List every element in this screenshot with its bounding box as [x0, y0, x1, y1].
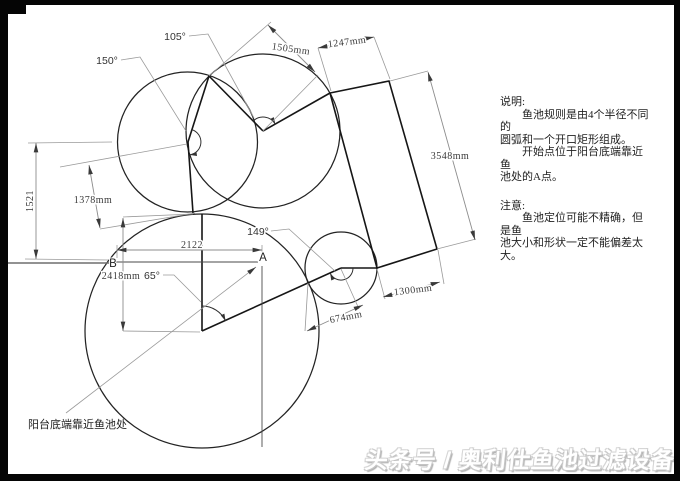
notes-line: 池处的A点。: [500, 171, 563, 183]
radius-line: [187, 75, 210, 143]
arc-65: [201, 305, 227, 322]
notes-line: 池大小和形状一定不能偏差太大。: [500, 237, 643, 262]
dim-1378: [88, 164, 101, 229]
notes-line: 开始点位于阳台底端靠近鱼: [500, 146, 643, 171]
balcony-annotation: 阳台底端靠近鱼池处: [28, 417, 127, 431]
dim-label-1378: 1378mm: [74, 195, 113, 206]
dimension-lines: [33, 24, 476, 332]
arc-150: [189, 129, 202, 156]
extension-lines: [24, 21, 477, 333]
angle-label-105: 105°: [164, 31, 186, 43]
angle-arcs: [189, 116, 354, 322]
notes-line: 圆弧和一个开口矩形组成。: [500, 133, 632, 146]
notes-line: 鱼池定位可能不精确，但是鱼: [500, 212, 643, 237]
leader-balcony-to-a: [65, 266, 257, 414]
point-label-b: B: [109, 258, 117, 270]
dim-label-1247: 1247mm: [327, 35, 367, 51]
notes-title-shuoming: 说明:: [500, 96, 526, 108]
leader-150: [120, 56, 187, 132]
dim-label-2418: 2418mm: [102, 271, 141, 282]
radius-line: [208, 75, 264, 132]
notes-panel: 说明: 鱼池规则是由4个半径不同的 圆弧和一个开口矩形组成。 开始点位于阳台底端…: [500, 96, 652, 262]
dim-1505: [267, 24, 316, 73]
watermark-toutiao: 头条号 / 奥利仕鱼池过滤设备: [363, 447, 677, 473]
leader-149: [270, 228, 337, 273]
radius-line: [187, 141, 194, 214]
frame-corner-artifact: [0, 0, 26, 14]
arc-105: [252, 116, 276, 125]
pond-circle-left: [116, 71, 259, 213]
point-label-a: A: [259, 252, 267, 264]
radius-line: [262, 92, 331, 132]
dim-label-3548: 3548mm: [431, 151, 470, 162]
angle-label-150: 150°: [96, 55, 118, 67]
dim-1247: [317, 36, 375, 49]
notes-title-zhuyi: 注意:: [500, 199, 526, 212]
dim-label-1300: 1300mm: [393, 283, 433, 299]
pond-circles: [84, 53, 378, 449]
radius-line: [201, 267, 342, 332]
dim-label-2122: 2122: [181, 240, 203, 251]
leader-105: [188, 33, 255, 119]
dim-674: [306, 304, 364, 332]
angle-label-149: 149°: [247, 226, 269, 238]
arc-149: [329, 267, 354, 281]
angle-label-65: 65°: [144, 270, 160, 282]
leader-65: [163, 274, 202, 303]
dim-label-674: 674mm: [329, 309, 364, 326]
notes-line: 鱼池规则是由4个半径不同的: [500, 108, 649, 134]
pond-open-rectangle: [329, 80, 438, 270]
dim-1300: [382, 281, 441, 298]
leader-lines: [65, 33, 337, 414]
radius-lines: [187, 75, 377, 332]
dim-label-1521: 1521: [25, 190, 36, 212]
dim-3548: [427, 71, 476, 241]
